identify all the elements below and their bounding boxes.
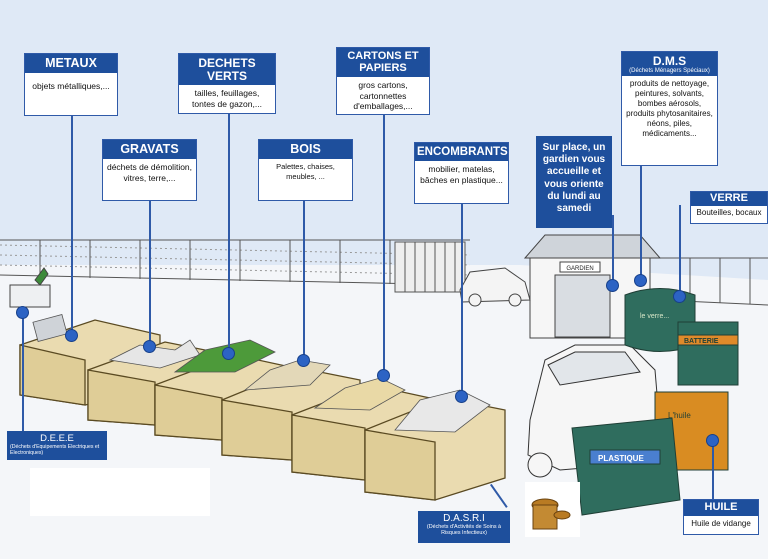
bois-marker bbox=[297, 354, 310, 367]
dms-connector bbox=[640, 165, 642, 280]
dms-desc: produits de nettoyage, peintures, solvan… bbox=[626, 78, 713, 138]
cartons-desc: gros cartons, cartonnettes d'emballages,… bbox=[353, 80, 413, 112]
label-cartons: CARTONS ET PAPIERS gros cartons, cartonn… bbox=[336, 47, 430, 115]
dechets-verts-desc: tailles, feuillages, tontes de gazon,... bbox=[192, 88, 262, 109]
containers-right bbox=[571, 288, 739, 516]
encombrants-marker bbox=[455, 390, 468, 403]
label-dms: D.M.S (Déchets Ménagers Spéciaux) produi… bbox=[621, 51, 718, 166]
label-encombrants: ENCOMBRANTS mobilier, matelas, bâches en… bbox=[414, 142, 509, 204]
dechets-verts-connector bbox=[228, 113, 230, 353]
container-verre-label: le verre... bbox=[640, 313, 669, 320]
container-plastique-label: PLASTIQUE bbox=[598, 454, 644, 463]
label-gardien: Sur place, un gardien vous accueille et … bbox=[536, 136, 612, 228]
verre-connector bbox=[679, 205, 681, 295]
huile-title: HUILE bbox=[684, 500, 758, 516]
dasri-bins bbox=[525, 482, 580, 537]
cartons-connector bbox=[383, 115, 385, 375]
dechets-verts-title: DECHETS VERTS bbox=[179, 54, 275, 86]
label-verre: VERRE Bouteilles, bocaux bbox=[690, 191, 768, 224]
container-huile-label: L'huile bbox=[668, 411, 691, 420]
label-gravats: GRAVATS déchets de démolition, vitres, t… bbox=[102, 139, 197, 201]
deee-marker bbox=[16, 306, 29, 319]
bois-desc: Palettes, chaises, meubles, ... bbox=[276, 162, 335, 181]
metaux-desc: objets métalliques,... bbox=[32, 81, 110, 92]
gravats-desc: déchets de démolition, vitres, terre,... bbox=[106, 162, 193, 183]
container-batterie-label: BATTERIE bbox=[684, 338, 719, 345]
label-bois: BOIS Palettes, chaises, meubles, ... bbox=[258, 139, 353, 201]
metaux-connector bbox=[71, 115, 73, 335]
metaux-title: METAUX bbox=[25, 54, 117, 74]
encombrants-title: ENCOMBRANTS bbox=[415, 143, 508, 162]
cartons-marker bbox=[377, 369, 390, 382]
deee-connector bbox=[22, 312, 24, 432]
verre-title: VERRE bbox=[691, 192, 767, 206]
deee-desc: (Déchets d'Equipements Electriques et El… bbox=[10, 444, 100, 457]
dasri-title: D.A.S.R.I bbox=[443, 513, 485, 524]
metaux-marker bbox=[65, 329, 78, 342]
label-metaux: METAUX objets métalliques,... bbox=[24, 53, 118, 116]
label-huile: HUILE Huile de vidange bbox=[683, 499, 759, 535]
label-dechets-verts: DECHETS VERTS tailles, feuillages, tonte… bbox=[178, 53, 276, 114]
deee-title: D.E.E.E bbox=[40, 433, 74, 444]
dms-marker bbox=[634, 274, 647, 287]
gardien-connector bbox=[612, 215, 614, 285]
gardien-marker bbox=[606, 279, 619, 292]
dechets-verts-marker bbox=[222, 347, 235, 360]
gardien-text: Sur place, un gardien vous accueille et … bbox=[542, 142, 606, 214]
cartons-title: CARTONS ET PAPIERS bbox=[337, 48, 429, 78]
encombrants-desc: mobilier, matelas, bâches en plastique..… bbox=[420, 164, 503, 185]
bois-connector bbox=[303, 200, 305, 360]
garage-sign: GARDIEN bbox=[566, 266, 593, 272]
dms-header: D.M.S (Déchets Ménagers Spéciaux) bbox=[622, 52, 717, 76]
blank-panel bbox=[30, 468, 210, 516]
dms-title: D.M.S bbox=[652, 54, 687, 68]
verre-desc: Bouteilles, bocaux bbox=[696, 207, 762, 217]
fence bbox=[0, 239, 768, 306]
label-dasri: D.A.S.R.I (Déchets d'Activités de Soins … bbox=[418, 511, 510, 543]
huile-connector bbox=[712, 440, 714, 502]
gravats-connector bbox=[149, 200, 151, 347]
huile-marker bbox=[706, 434, 719, 447]
label-deee: D.E.E.E (Déchets d'Equipements Electriqu… bbox=[7, 431, 107, 460]
encombrants-connector bbox=[461, 203, 463, 396]
gravats-marker bbox=[143, 340, 156, 353]
dasri-desc: (Déchets d'Activités de Soins à Risques … bbox=[426, 524, 502, 537]
verre-marker bbox=[673, 290, 686, 303]
gravats-title: GRAVATS bbox=[103, 140, 196, 160]
deee-cart bbox=[9, 267, 51, 308]
bois-title: BOIS bbox=[259, 140, 352, 160]
dms-subtitle: (Déchets Ménagers Spéciaux) bbox=[629, 67, 710, 74]
huile-desc: Huile de vidange bbox=[691, 518, 751, 528]
parked-car bbox=[459, 267, 531, 307]
